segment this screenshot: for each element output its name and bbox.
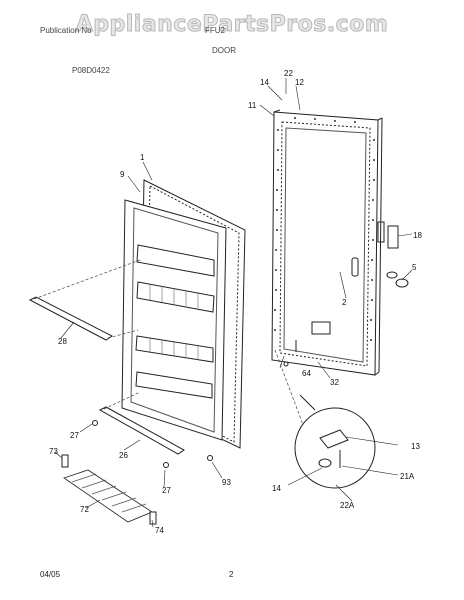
callout-26: 26 xyxy=(119,451,128,460)
inner-door-liner xyxy=(121,179,246,449)
callout-2: 2 xyxy=(342,298,347,307)
header-model: FFU2 xyxy=(205,26,225,35)
outer-door-panel xyxy=(271,109,409,376)
callout-11: 11 xyxy=(248,101,257,110)
hinge-detail-circle xyxy=(294,394,376,489)
callout-14-detail: 14 xyxy=(272,484,281,493)
callout-72: 72 xyxy=(80,505,89,514)
footer-page: 2 xyxy=(229,570,234,579)
basket-72 xyxy=(63,469,153,523)
figure-code: P08D0422 xyxy=(72,66,110,75)
callout-12: 12 xyxy=(295,78,304,87)
watermark: AppliancePartsPros.com xyxy=(75,12,389,38)
callout-27-upper: 27 xyxy=(70,431,79,440)
callout-28: 28 xyxy=(58,337,67,346)
clips xyxy=(61,361,289,525)
shelf-bar-26 xyxy=(98,406,185,455)
callout-74: 74 xyxy=(155,526,164,535)
callout-14-top: 14 xyxy=(260,78,269,87)
header-publication: Publication No xyxy=(40,26,92,35)
callout-13: 13 xyxy=(411,442,420,451)
callout-22: 22 xyxy=(284,69,293,78)
section-title: DOOR xyxy=(212,46,236,55)
footer-date: 04/05 xyxy=(40,570,61,579)
shelf-bar-28 xyxy=(28,296,113,341)
callout-1: 1 xyxy=(140,153,145,162)
callout-27-lower: 27 xyxy=(162,486,171,495)
callout-32: 32 xyxy=(330,378,339,387)
callout-73: 73 xyxy=(49,447,58,456)
callout-18: 18 xyxy=(413,231,422,240)
callout-21a: 21A xyxy=(400,472,415,481)
callout-64: 64 xyxy=(302,369,311,378)
callout-93: 93 xyxy=(222,478,231,487)
callout-22a: 22A xyxy=(340,501,355,510)
callout-9: 9 xyxy=(120,170,125,179)
callout-5: 5 xyxy=(412,263,417,272)
